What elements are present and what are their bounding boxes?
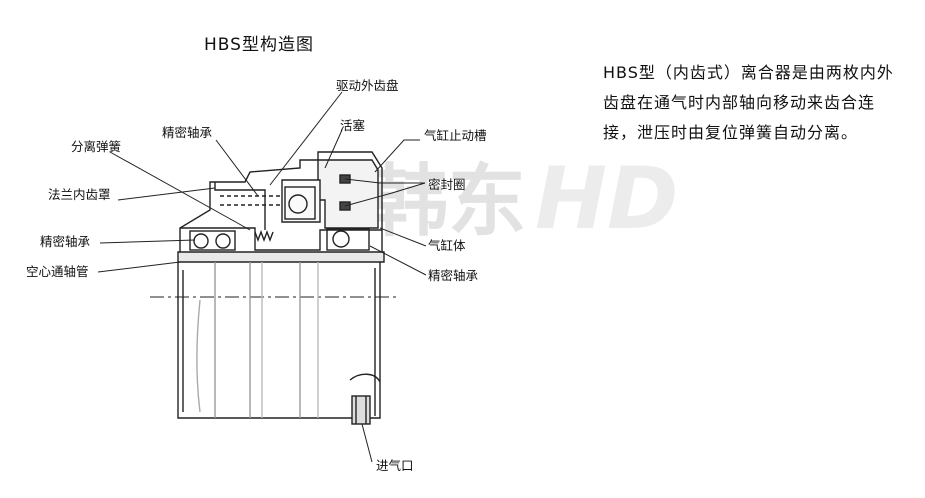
leader-lines: [97, 91, 427, 463]
label-cylinder-stop-groove: 气缸止动槽: [424, 128, 487, 143]
clutch-drawing: [150, 151, 400, 425]
label-hollow-shaft-tube: 空心通轴管: [26, 264, 89, 279]
diagram-title: HBS型构造图: [204, 35, 314, 55]
description-text: HBS型（内齿式）离合器是由两枚内外齿盘在通气时内部轴向移动来齿合连接，泄压时由…: [603, 63, 894, 142]
watermark-en: HD: [535, 149, 678, 249]
label-flange-inner-cover: 法兰内齿罩: [48, 187, 111, 202]
watermark-cn: 韩东: [370, 157, 526, 247]
label-seal-ring: 密封圈: [428, 177, 466, 192]
label-precision-bearing-top: 精密轴承: [162, 125, 213, 140]
label-air-inlet: 进气口: [376, 458, 414, 473]
label-separation-spring: 分离弹簧: [71, 139, 121, 154]
label-precision-bearing-right: 精密轴承: [428, 268, 479, 283]
label-piston: 活塞: [340, 118, 366, 133]
label-drive-disc: 驱动外齿盘: [336, 78, 399, 93]
label-precision-bearing-left: 精密轴承: [40, 234, 91, 249]
label-cylinder-body: 气缸体: [428, 238, 466, 253]
